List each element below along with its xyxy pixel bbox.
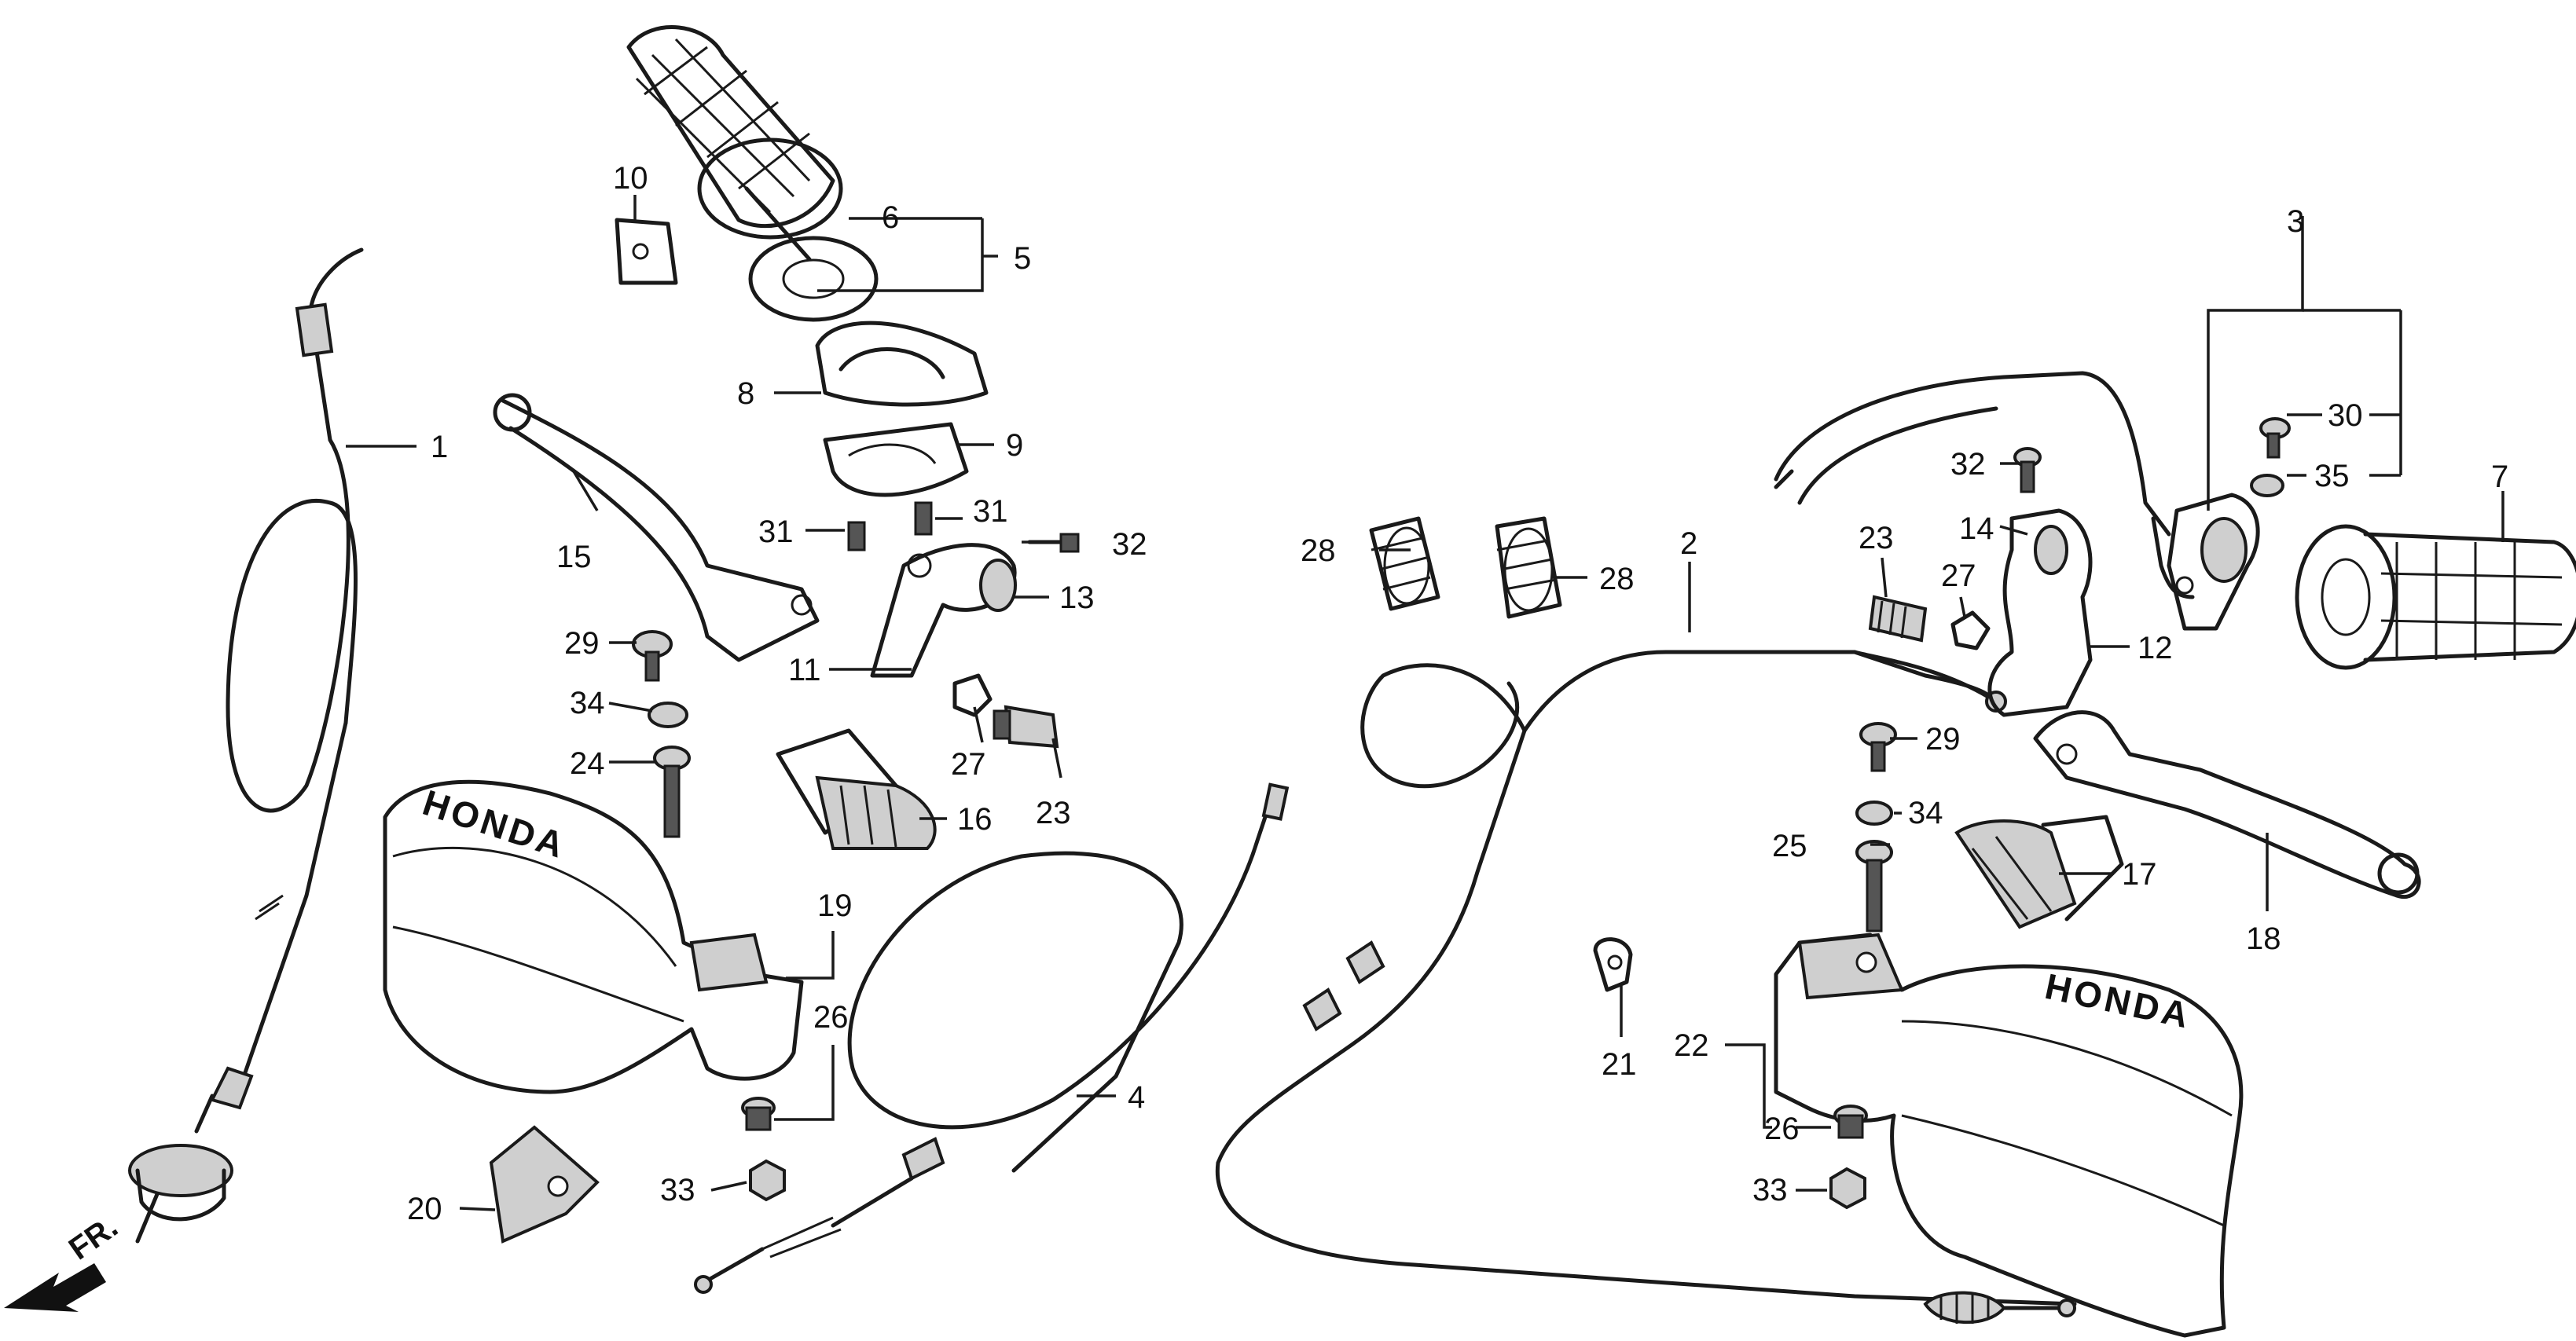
callout-6: 6 bbox=[882, 200, 899, 235]
callout-15: 15 bbox=[556, 540, 592, 574]
part-24-bolt bbox=[653, 746, 691, 838]
callout-29-right: 29 bbox=[1925, 722, 1961, 757]
part-27-nut-left bbox=[952, 673, 993, 717]
part-5-left-grip bbox=[626, 25, 879, 322]
part-33-nut-left bbox=[749, 1159, 786, 1202]
callout-32-right: 32 bbox=[1950, 447, 1986, 482]
callout-23-left: 23 bbox=[1036, 796, 1071, 830]
front-arrow-icon bbox=[4, 1263, 106, 1312]
callout-26-left: 26 bbox=[813, 1000, 849, 1035]
part-28-strap-left bbox=[1369, 516, 1440, 611]
part-19-left-handguard: HONDA bbox=[383, 779, 804, 1094]
part-10-clip bbox=[615, 218, 678, 285]
part-17-boot bbox=[1954, 815, 2124, 929]
part-35-nut bbox=[2250, 474, 2284, 497]
callout-28-right: 28 bbox=[1599, 562, 1635, 596]
part-3-switch bbox=[1774, 371, 2260, 631]
callout-9: 9 bbox=[1006, 428, 1023, 463]
direction-label: FR. bbox=[63, 1209, 124, 1266]
part-29-bolt-left bbox=[632, 630, 673, 682]
callout-31-right: 31 bbox=[973, 494, 1008, 529]
callout-labels: 1 2 3 4 5 6 7 8 9 10 11 12 13 14 15 16 1… bbox=[407, 161, 2508, 1226]
callout-1: 1 bbox=[431, 430, 448, 464]
part-15-lever bbox=[493, 393, 820, 662]
callout-18: 18 bbox=[2246, 921, 2281, 956]
part-16-boot bbox=[776, 728, 937, 850]
part-28-strap-right bbox=[1495, 516, 1562, 619]
callout-22: 22 bbox=[1674, 1028, 1709, 1063]
callout-21: 21 bbox=[1602, 1047, 1637, 1082]
callout-34-right: 34 bbox=[1908, 796, 1943, 830]
callout-28-left: 28 bbox=[1301, 533, 1336, 568]
leader-lines bbox=[346, 195, 2504, 1211]
callout-30: 30 bbox=[2328, 398, 2363, 433]
callout-31-left: 31 bbox=[758, 515, 794, 549]
part-26-collar-right bbox=[1833, 1105, 1868, 1139]
callout-3: 3 bbox=[2287, 204, 2304, 239]
part-18-lever bbox=[2033, 710, 2421, 899]
callout-32-left: 32 bbox=[1112, 527, 1147, 562]
part-30-screw bbox=[2259, 417, 2291, 459]
part-11-13-perch bbox=[870, 543, 1017, 678]
part-23-adjuster-right bbox=[1868, 595, 1928, 643]
callout-17: 17 bbox=[2122, 857, 2157, 892]
part-31-screws bbox=[847, 501, 933, 551]
part-4-cable bbox=[694, 782, 1290, 1294]
callout-8: 8 bbox=[737, 376, 754, 411]
callout-16: 16 bbox=[957, 802, 993, 837]
callout-27-left: 27 bbox=[951, 747, 986, 782]
callout-14: 14 bbox=[1959, 511, 1994, 546]
part-29-bolt-right bbox=[1859, 722, 1897, 772]
callout-4: 4 bbox=[1128, 1080, 1145, 1115]
part-32-screw-right bbox=[2013, 447, 2042, 493]
part-21-clip bbox=[1593, 937, 1633, 992]
callout-19: 19 bbox=[817, 889, 853, 923]
part-25-bolt bbox=[1855, 840, 1893, 932]
part-23-adjuster-left bbox=[993, 705, 1059, 749]
part-7-right-grip bbox=[2295, 524, 2576, 670]
part-20-bracket bbox=[489, 1125, 600, 1244]
callout-12: 12 bbox=[2137, 631, 2173, 665]
part-26-collar-left bbox=[741, 1097, 776, 1131]
part-2-cable bbox=[1215, 650, 2077, 1325]
callout-5: 5 bbox=[1014, 241, 1031, 276]
part-27-nut-right bbox=[1950, 610, 1991, 650]
callout-2: 2 bbox=[1680, 526, 1697, 561]
part-1-cable bbox=[128, 247, 364, 1244]
callout-33-left: 33 bbox=[660, 1173, 695, 1207]
part-34-washer-right bbox=[1855, 801, 1893, 826]
callout-23-right: 23 bbox=[1859, 521, 1894, 555]
callout-13: 13 bbox=[1059, 581, 1095, 615]
callout-20: 20 bbox=[407, 1192, 442, 1226]
callout-25: 25 bbox=[1772, 829, 1807, 863]
callout-11: 11 bbox=[788, 653, 821, 687]
callout-7: 7 bbox=[2491, 460, 2508, 494]
callout-33-right: 33 bbox=[1752, 1173, 1788, 1207]
callout-26-right: 26 bbox=[1764, 1112, 1800, 1146]
part-34-washer-left bbox=[648, 702, 688, 728]
part-12-14-perch bbox=[1987, 508, 2093, 717]
callout-35: 35 bbox=[2314, 459, 2350, 493]
callout-27-right: 27 bbox=[1941, 559, 1976, 593]
callout-34-left: 34 bbox=[570, 686, 605, 720]
part-33-nut-right bbox=[1829, 1167, 1866, 1210]
callout-24: 24 bbox=[570, 746, 605, 781]
part-8-9-clamp bbox=[815, 321, 989, 497]
direction-marker: FR. bbox=[4, 1209, 124, 1312]
callout-10: 10 bbox=[613, 161, 648, 196]
callout-29-left: 29 bbox=[564, 626, 600, 661]
